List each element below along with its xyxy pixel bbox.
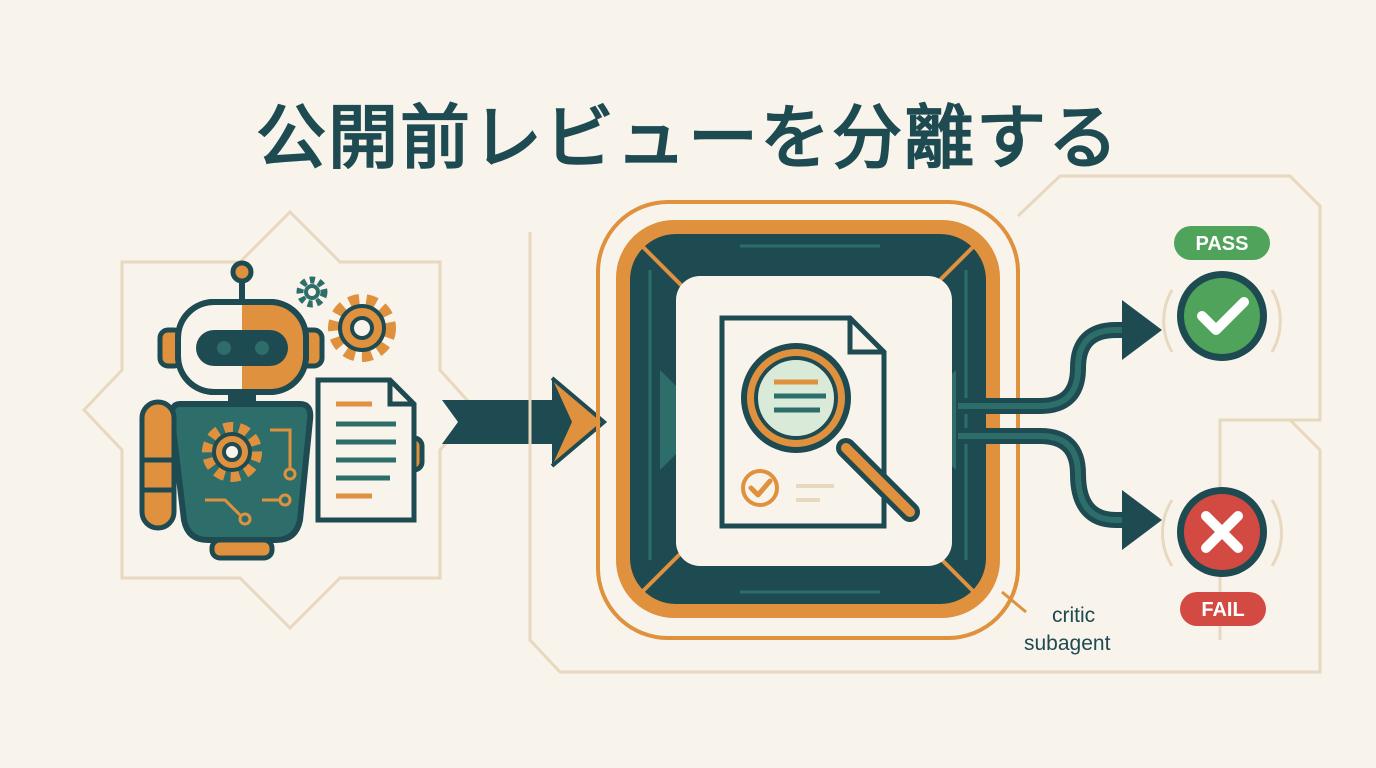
checkmark-icon [1177, 271, 1267, 361]
gear-icon [328, 294, 396, 362]
fail-label: FAIL [1201, 599, 1244, 621]
arrow-right-icon [442, 376, 608, 468]
reviewer-panel-outline [528, 232, 1322, 674]
branch-arrows [958, 300, 1162, 550]
gear-icon [296, 276, 328, 308]
pass-badge: PASS [1174, 226, 1270, 260]
gear-icon [202, 422, 262, 482]
document-icon [315, 377, 417, 523]
page-title: 公開前レビューを分離する [256, 97, 1120, 179]
agent-panel-outline [81, 209, 479, 631]
magnifier-icon [741, 343, 920, 522]
pass-label: PASS [1196, 233, 1249, 255]
reviewer-caption-line1: critic [1052, 604, 1095, 627]
cross-icon [1177, 487, 1267, 577]
fail-badge: FAIL [1180, 592, 1266, 626]
checkmark-icon [741, 469, 779, 507]
robot-icon [139, 260, 425, 561]
reviewer-caption-line2: subagent [1024, 632, 1111, 655]
